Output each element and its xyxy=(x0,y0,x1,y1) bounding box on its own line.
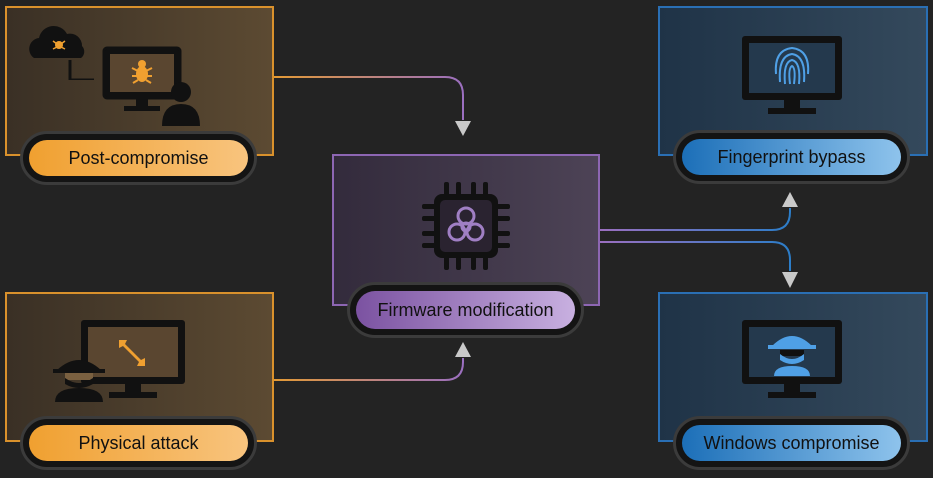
arrow-up-fingerprint xyxy=(782,192,798,207)
label-physical-attack: Physical attack xyxy=(29,425,248,461)
user-icon xyxy=(162,82,200,126)
arrow-down-windows xyxy=(782,272,798,288)
label-post-compromise: Post-compromise xyxy=(29,140,248,176)
monitor-bug-icon xyxy=(102,46,182,111)
monitor-spy-icon xyxy=(742,320,842,398)
hacker-icon xyxy=(53,360,105,402)
connector-firmware-to-fingerprint xyxy=(600,208,791,231)
chip-biohazard-icon xyxy=(422,182,510,270)
monitor-wrench-icon xyxy=(81,320,185,398)
arrow-up-firmware-bottom xyxy=(455,342,471,357)
label-windows-compromise: Windows compromise xyxy=(682,425,901,461)
connector-physical-to-firmware xyxy=(274,358,464,381)
label-firmware-modification: Firmware modification xyxy=(356,291,575,329)
label-fingerprint-bypass: Fingerprint bypass xyxy=(682,139,901,175)
connector-firmware-to-windows xyxy=(600,241,791,271)
pill-post-compromise: Post-compromise xyxy=(20,131,257,185)
monitor-fingerprint-icon xyxy=(742,36,842,114)
connector-post-to-firmware xyxy=(274,76,464,120)
pill-firmware-modification: Firmware modification xyxy=(347,282,584,338)
pill-fingerprint-bypass: Fingerprint bypass xyxy=(673,130,910,184)
cloud-bug-icon xyxy=(29,25,94,80)
arrow-down-firmware-top xyxy=(455,121,471,136)
pill-physical-attack: Physical attack xyxy=(20,416,257,470)
pill-windows-compromise: Windows compromise xyxy=(673,416,910,470)
